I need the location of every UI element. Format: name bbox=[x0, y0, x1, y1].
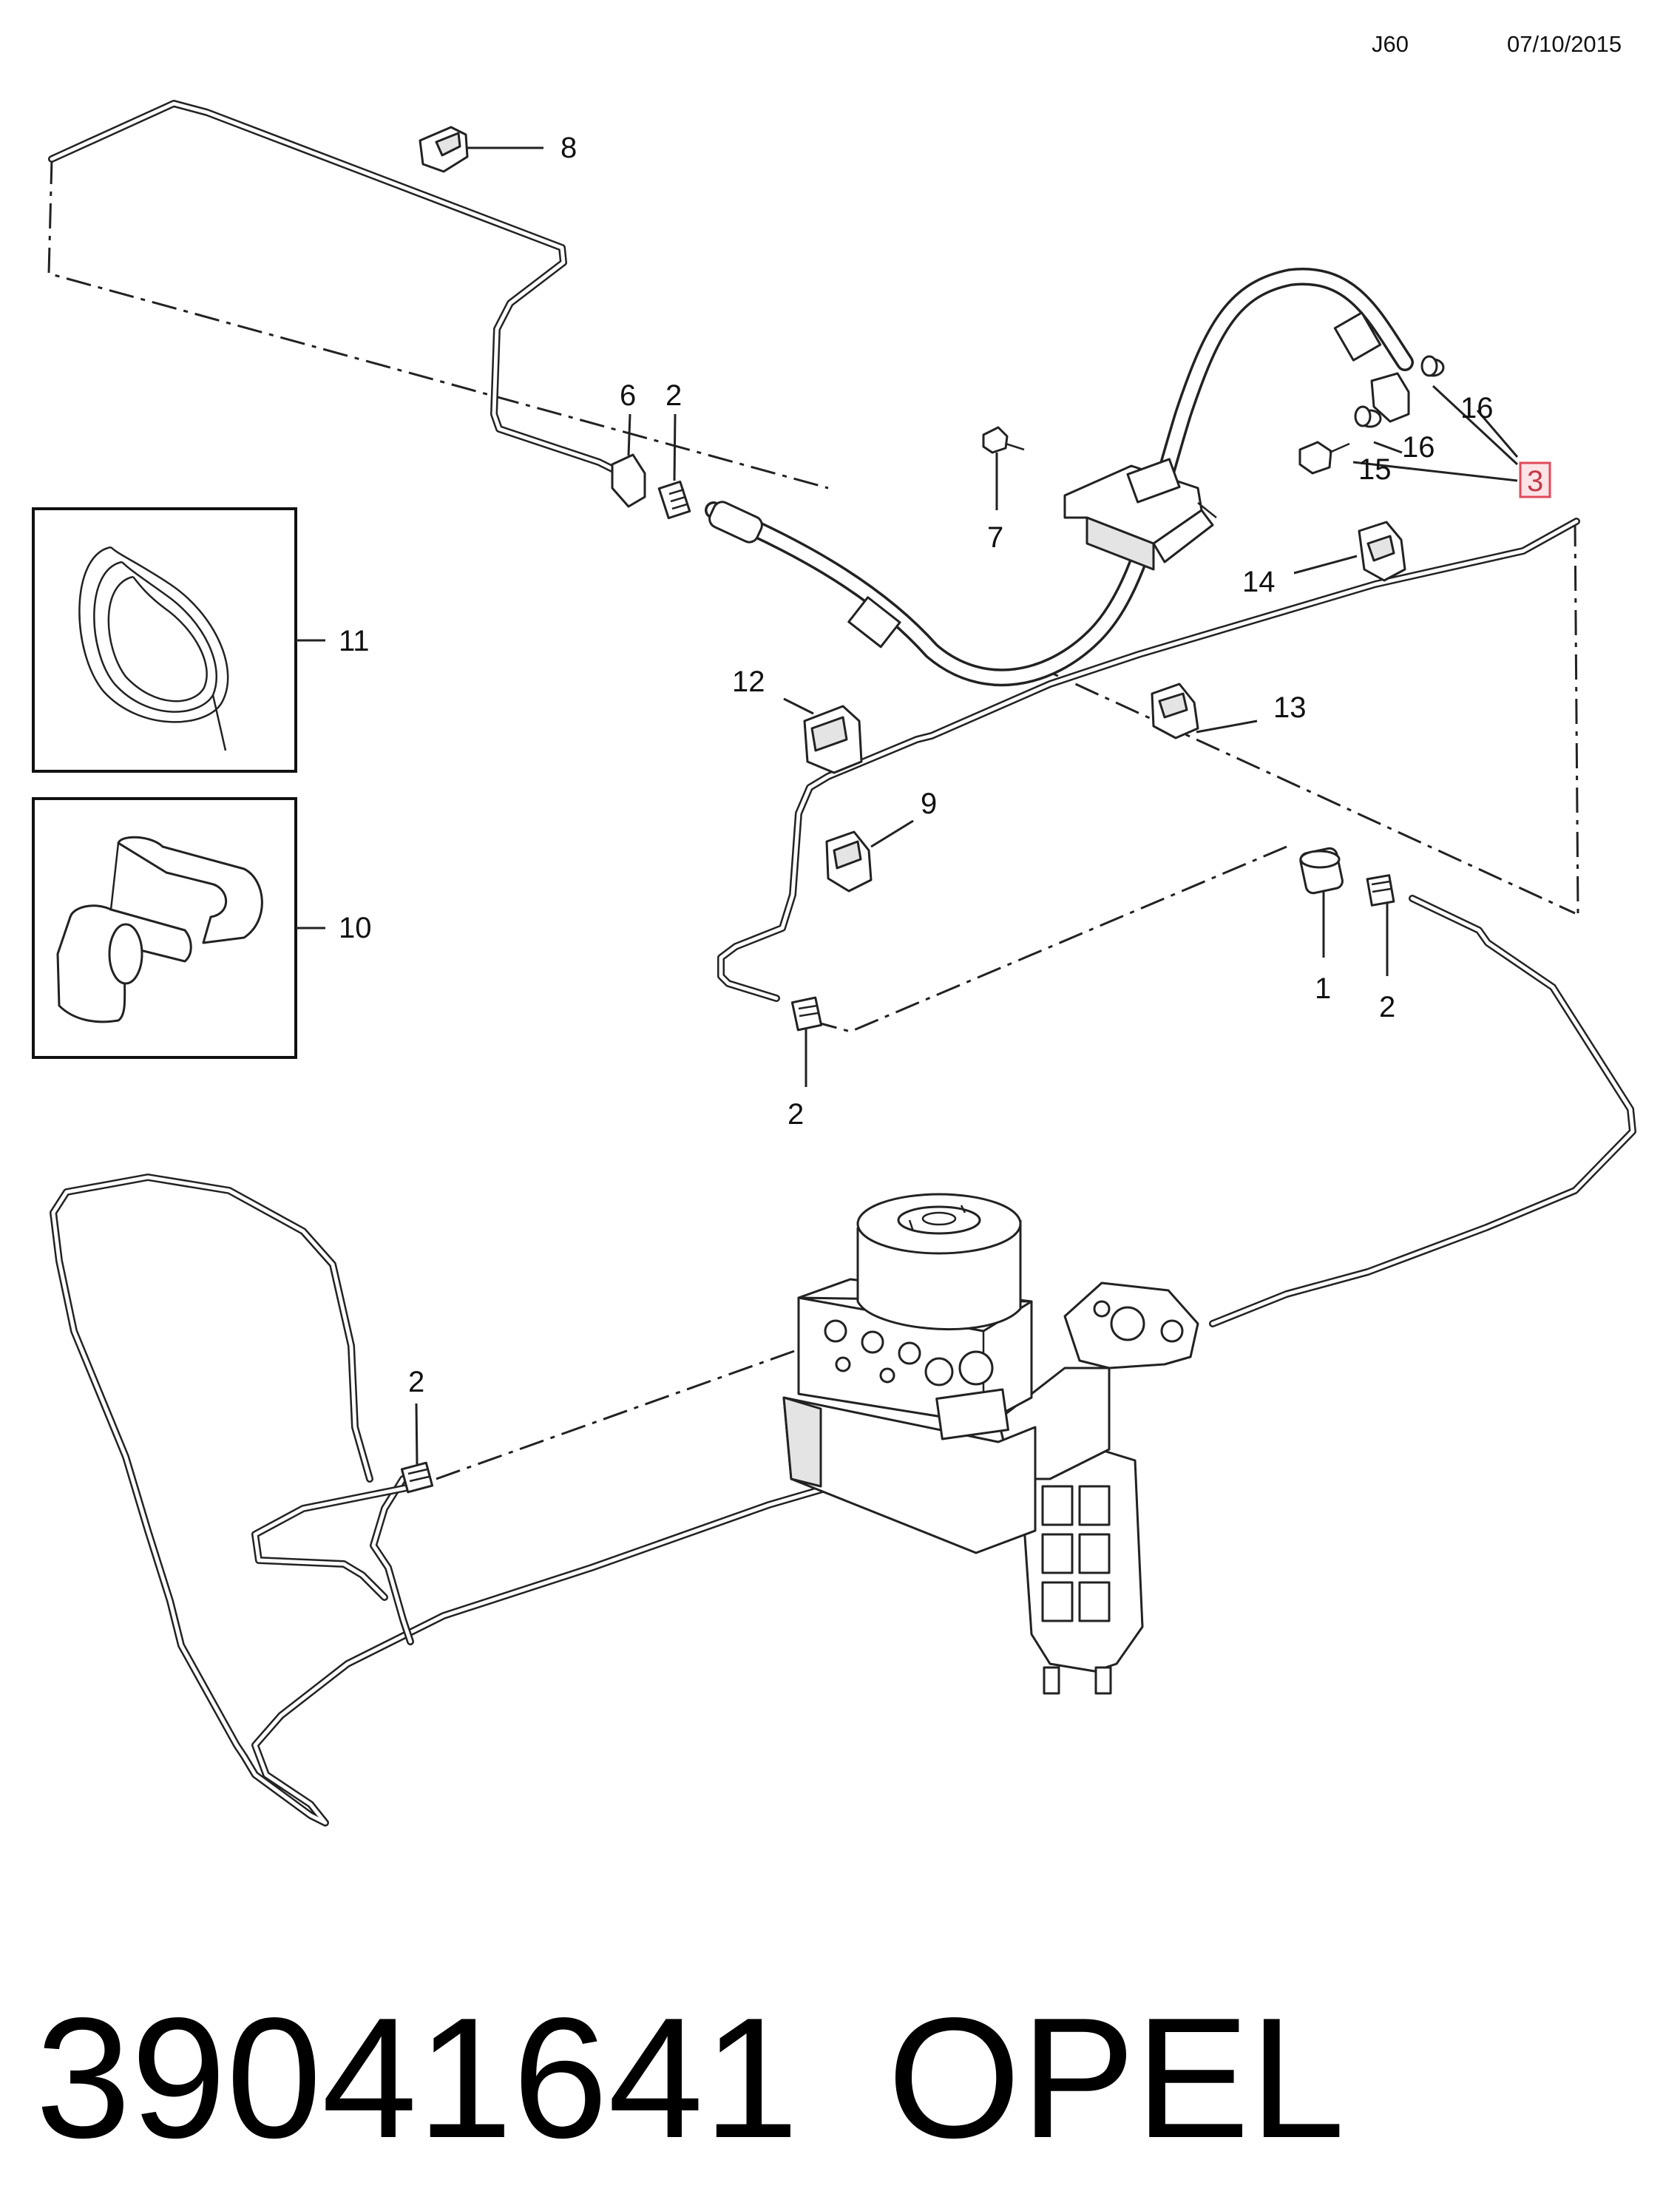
hose-mounting-bracket bbox=[1063, 458, 1217, 571]
diagram-code: J60 bbox=[1372, 31, 1409, 57]
callout-8: 8 bbox=[560, 132, 577, 164]
rear-brake-pipe-lower bbox=[50, 1174, 861, 1826]
part-2-fitting-upper bbox=[657, 413, 691, 520]
callout-2-lower: 2 bbox=[788, 1098, 804, 1131]
abs-hydraulic-module bbox=[782, 1193, 1199, 1695]
diagram-date: 07/10/2015 bbox=[1507, 31, 1622, 57]
part-8-clip bbox=[419, 126, 543, 173]
part-6-clip bbox=[611, 413, 646, 508]
callout-7: 7 bbox=[987, 521, 1003, 554]
front-brake-pipe-to-abs bbox=[1209, 895, 1636, 1327]
brand-name: OPEL bbox=[887, 1983, 1345, 2174]
flexible-hose bbox=[705, 267, 1414, 687]
part-9-clip bbox=[825, 819, 914, 893]
part-14-clip bbox=[1293, 521, 1406, 582]
callout-12: 12 bbox=[732, 666, 765, 698]
callout-1: 1 bbox=[1315, 972, 1331, 1005]
assembly-guide-lines bbox=[47, 158, 1579, 1480]
callout-2-abs: 2 bbox=[408, 1366, 424, 1398]
part-13-clip bbox=[1151, 683, 1258, 739]
part-15-bolt bbox=[1298, 441, 1350, 475]
rear-brake-pipe-upper bbox=[48, 100, 640, 484]
part-2-fitting-lower bbox=[790, 996, 823, 1087]
part-number: 39041641 bbox=[35, 1983, 799, 2174]
callout-6: 6 bbox=[620, 379, 636, 412]
inset-10-pipe-clip bbox=[32, 797, 325, 1059]
part-1-union bbox=[1299, 847, 1344, 958]
inset-11-pipe-coil bbox=[32, 507, 325, 773]
callout-16-b: 16 bbox=[1402, 431, 1435, 464]
part-16-washers bbox=[1354, 355, 1438, 427]
callout-11: 11 bbox=[339, 625, 370, 657]
callout-3: 3 bbox=[1527, 465, 1543, 498]
front-brake-pipe-right bbox=[717, 518, 1580, 1002]
part-2-fitting-right bbox=[1366, 874, 1395, 976]
callout-15: 15 bbox=[1358, 453, 1392, 486]
callout-9: 9 bbox=[921, 788, 937, 820]
part-12-clip bbox=[783, 697, 863, 774]
callout-2-mid: 2 bbox=[1379, 991, 1395, 1023]
callout-16-a: 16 bbox=[1460, 392, 1494, 424]
callout-3-leaders bbox=[1352, 385, 1519, 482]
part-7-bolt bbox=[982, 426, 1025, 510]
callout-10: 10 bbox=[339, 912, 372, 944]
callout-3-highlight bbox=[1519, 461, 1551, 498]
callout-13: 13 bbox=[1273, 691, 1307, 724]
callout-14: 14 bbox=[1242, 566, 1276, 598]
callout-2-rear: 2 bbox=[665, 379, 682, 412]
part-2-fitting-abs bbox=[400, 1403, 434, 1494]
